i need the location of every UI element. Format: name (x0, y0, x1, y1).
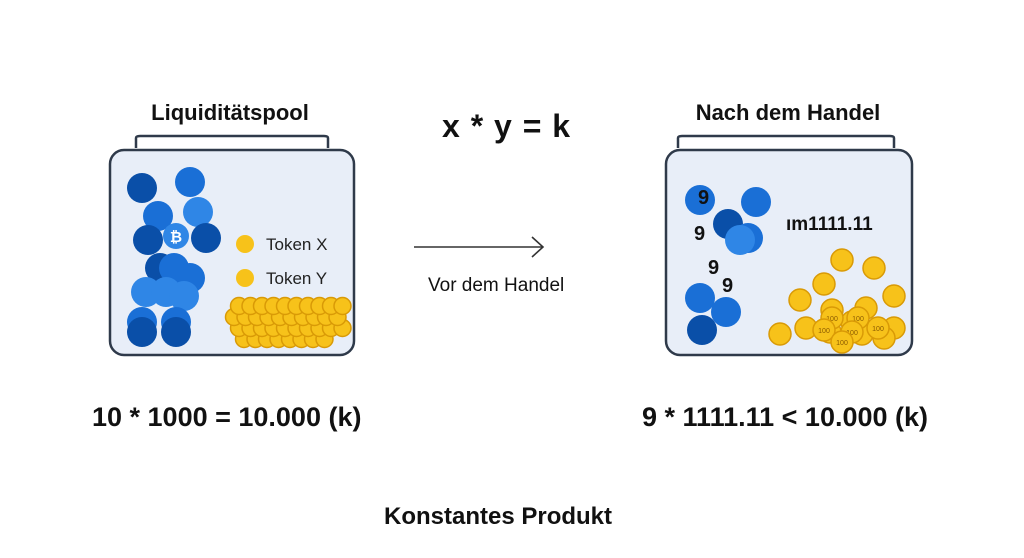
token-x-coin (127, 173, 157, 203)
token-x-coin (133, 225, 163, 255)
coin-value-label: 100 (836, 340, 848, 347)
bitcoin-token-icon (163, 223, 189, 249)
right-pool-title: Nach dem Handel (695, 100, 881, 125)
token-y-coin-100 (830, 330, 854, 354)
coin-value-label: 100 (872, 326, 884, 333)
left-pool-title: Liquiditätspool (151, 100, 309, 125)
token-x-count-label: 9 (694, 223, 705, 245)
token-x-coin (687, 315, 717, 345)
token-x-coin (191, 223, 221, 253)
coin-value-label: 100 (818, 328, 830, 335)
token-y-coin (333, 296, 352, 316)
trade-arrow (414, 236, 545, 258)
token-x-coin (183, 197, 213, 227)
token-y-coin (812, 272, 836, 296)
bitcoin-symbol-icon: ₿ (170, 229, 182, 246)
token-x-coin (685, 185, 715, 215)
token-x-coin (127, 317, 157, 347)
token-x-count-label: 9 (708, 257, 719, 279)
formula-heading: x * y = k (442, 108, 572, 144)
coin-value-label: 100 (846, 330, 858, 337)
token-x-count-label: 9 (698, 187, 709, 209)
left-pool-jar: ₿ Token X Token Y (108, 134, 356, 357)
token-y-coin (788, 288, 812, 312)
arrow-label: Vor dem Handel (428, 275, 565, 296)
token-x-coin (741, 187, 771, 217)
left-equation: 10 * 1000 = 10.000 (k) (92, 402, 362, 432)
token-y-legend-dot (236, 269, 254, 287)
token-x-legend-label: Token X (266, 235, 327, 254)
token-x-count-label: 9 (722, 275, 733, 297)
token-y-count-label: ım1111.11 (786, 214, 873, 235)
right-pool-jar: 100 100 100 100 100 100 9 9 9 9 ım1111.11 (664, 134, 914, 357)
token-y-coin-100 (866, 316, 890, 340)
token-y-coin-100 (812, 318, 836, 342)
token-x-coin (685, 283, 715, 313)
token-y-coin (768, 322, 792, 346)
coin-value-label: 100 (826, 316, 838, 323)
token-x-legend-dot (236, 235, 254, 253)
token-x-coin (175, 167, 205, 197)
token-x-coin (161, 317, 191, 347)
token-x-coin (169, 281, 199, 311)
token-y-coin (882, 284, 906, 308)
token-x-coin (711, 297, 741, 327)
right-equation: 9 * 1111.11 < 10.000 (k) (642, 402, 929, 432)
token-x-coin (143, 201, 173, 231)
token-y-legend-label: Token Y (266, 269, 327, 288)
token-y-coin (862, 256, 886, 280)
coin-value-label: 100 (852, 316, 864, 323)
token-x-coin (725, 225, 755, 255)
footer-caption: Konstantes Produkt (384, 503, 613, 530)
token-y-coin (830, 248, 854, 272)
